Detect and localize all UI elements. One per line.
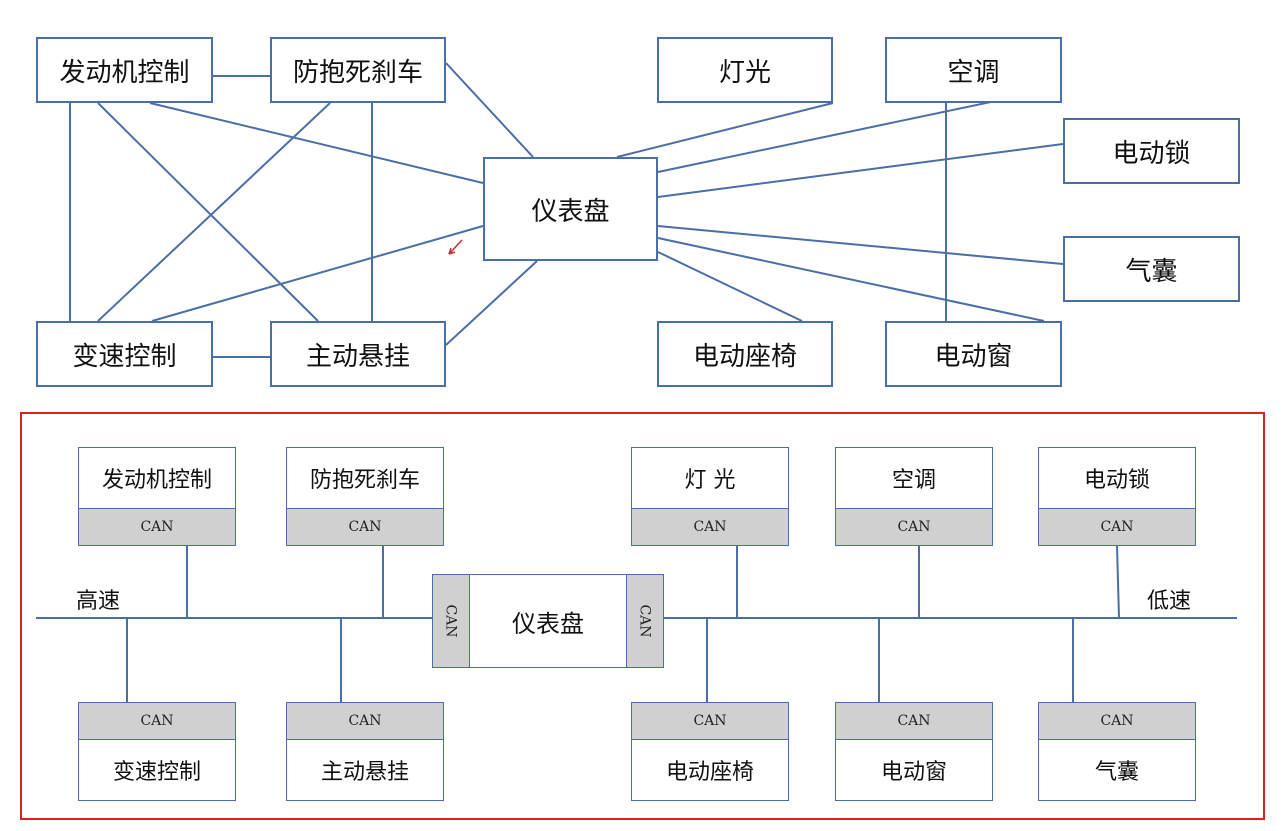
power-window-label: 电动窗: [934, 341, 1013, 372]
can-module: CAN: [632, 508, 788, 545]
can-node-suspension: CAN 主动悬挂: [286, 702, 444, 801]
active-suspension-box: 主动悬挂: [270, 321, 446, 387]
node-label: 电动锁: [1039, 448, 1195, 508]
node-label: 发动机控制: [79, 448, 235, 508]
node-label: 主动悬挂: [287, 740, 443, 800]
can-module: CAN: [836, 508, 992, 545]
airbag-box: 气囊: [1063, 236, 1240, 302]
can-module: CAN: [836, 703, 992, 740]
can-node-light: 灯 光 CAN: [631, 447, 789, 546]
can-node-window: CAN 电动窗: [835, 702, 993, 801]
node-label: 变速控制: [79, 740, 235, 800]
air-conditioning-box: 空调: [885, 37, 1062, 103]
dashboard-node-label: 仪表盘: [512, 609, 584, 638]
can-node-ac: 空调 CAN: [835, 447, 993, 546]
power-seat-label: 电动座椅: [692, 341, 797, 372]
can-module: CAN: [79, 508, 235, 545]
high-speed-label: 高速: [76, 589, 121, 614]
can-module-left: CAN: [433, 575, 470, 667]
node-label: 防抱死刹车: [287, 448, 443, 508]
power-lock-box: 电动锁: [1063, 118, 1240, 184]
low-speed-label: 低速: [1147, 589, 1192, 614]
dashboard-label: 仪表盘: [531, 196, 610, 227]
airbag-label: 气囊: [1125, 256, 1178, 287]
can-module-right: CAN: [626, 575, 663, 667]
can-text: CAN: [636, 604, 653, 638]
can-module: CAN: [1039, 508, 1195, 545]
can-node-lock: 电动锁 CAN: [1038, 447, 1196, 546]
abs-brake-label: 防抱死刹车: [292, 57, 423, 88]
can-module: CAN: [287, 508, 443, 545]
gearbox-control-box: 变速控制: [36, 321, 213, 387]
can-module: CAN: [632, 703, 788, 740]
engine-control-label: 发动机控制: [59, 57, 190, 88]
can-node-abs: 防抱死刹车 CAN: [286, 447, 444, 546]
can-module: CAN: [287, 703, 443, 740]
node-label: 电动窗: [836, 740, 992, 800]
power-window-box: 电动窗: [885, 321, 1062, 387]
dashboard-box: 仪表盘: [483, 157, 658, 261]
can-bus-highlight-frame: [20, 412, 1265, 820]
node-label: 灯 光: [632, 448, 788, 508]
can-module: CAN: [79, 703, 235, 740]
can-node-dashboard: CAN 仪表盘 CAN: [432, 574, 664, 668]
active-suspension-label: 主动悬挂: [305, 341, 410, 372]
bus-lines: [36, 545, 1237, 702]
node-label: 电动座椅: [632, 740, 788, 800]
node-label: 空调: [836, 448, 992, 508]
can-node-engine: 发动机控制 CAN: [78, 447, 236, 546]
can-text: CAN: [442, 604, 459, 638]
pencil-cursor-icon: [448, 239, 463, 255]
light-label: 灯光: [718, 57, 771, 88]
power-seat-box: 电动座椅: [657, 321, 833, 387]
can-node-airbag: CAN 气囊: [1038, 702, 1196, 801]
air-conditioning-label: 空调: [947, 57, 1000, 88]
abs-brake-box: 防抱死刹车: [270, 37, 446, 103]
gearbox-control-label: 变速控制: [72, 341, 177, 372]
power-lock-label: 电动锁: [1112, 138, 1191, 169]
can-node-gearbox: CAN 变速控制: [78, 702, 236, 801]
node-label: 气囊: [1039, 740, 1195, 800]
can-module: CAN: [1039, 703, 1195, 740]
can-node-seat: CAN 电动座椅: [631, 702, 789, 801]
light-box: 灯光: [657, 37, 833, 103]
engine-control-box: 发动机控制: [36, 37, 213, 103]
